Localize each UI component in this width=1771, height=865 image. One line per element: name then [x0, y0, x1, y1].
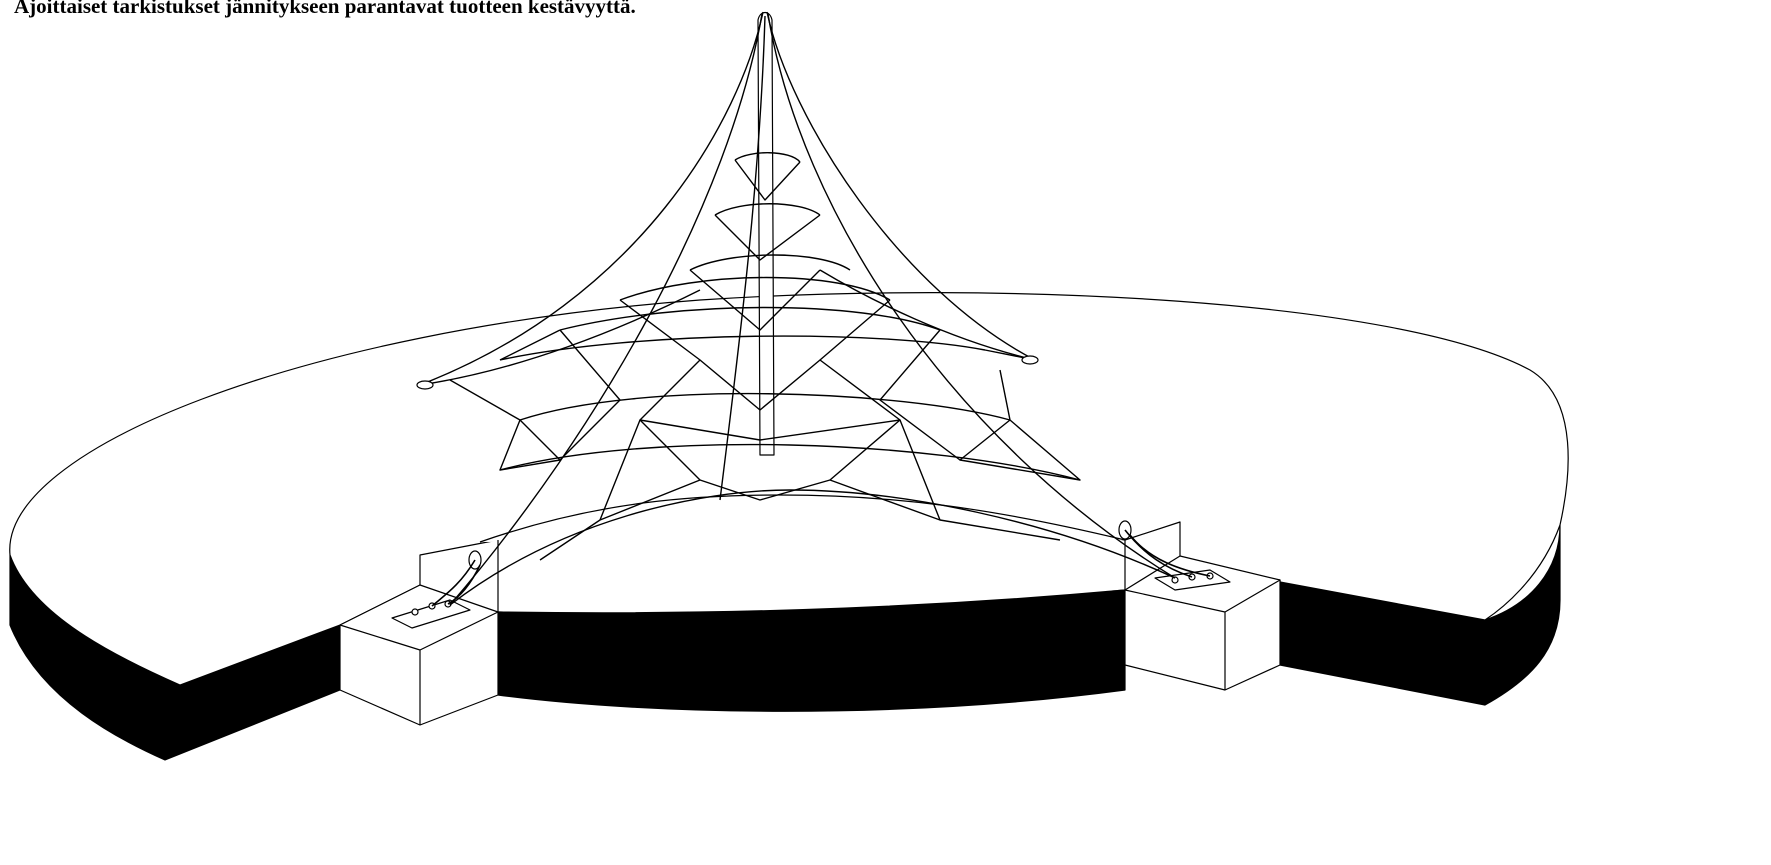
rope-net [419, 11, 1176, 606]
foundation-side [9, 524, 1561, 761]
anchor-ropes [431, 529, 1211, 607]
foundation-disc [9, 292, 1569, 686]
anchor-plate-right [1154, 569, 1231, 591]
caption-text: Ajoittaiset tarkistukset jännitykseen pa… [14, 0, 636, 18]
center-mast [757, 11, 775, 456]
anchor-block-left [339, 584, 499, 726]
anchor-block-right [1124, 555, 1281, 691]
anchor-plate-left [391, 599, 471, 629]
